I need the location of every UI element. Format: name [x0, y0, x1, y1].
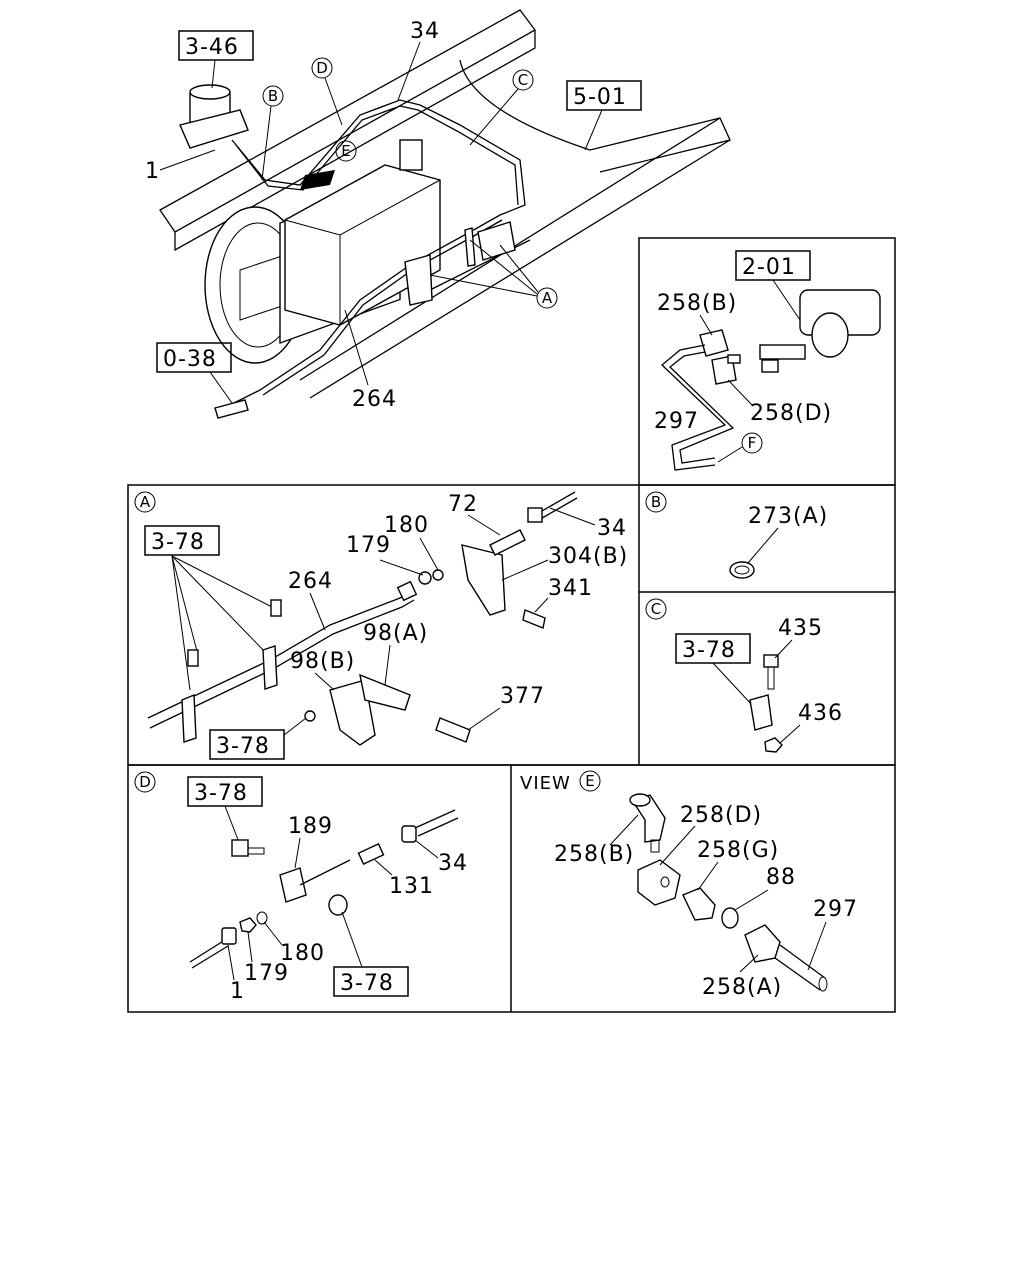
label-88: 88 — [766, 865, 796, 890]
label-258d-detail: 258(D) — [750, 401, 832, 426]
label-297-detail: 297 — [654, 409, 699, 434]
main-assembly-view: 3-46 5-01 0-38 1 34 264 B D E — [145, 9, 731, 419]
svg-text:C: C — [518, 71, 528, 89]
callout-C-panel: C — [645, 598, 667, 620]
svg-text:E: E — [585, 772, 594, 790]
label-264-a: 264 — [288, 569, 333, 594]
callout-A-panel: A — [134, 491, 156, 513]
label-72: 72 — [448, 492, 478, 517]
ref-3-46: 3-46 — [185, 35, 239, 60]
panel-view-E: VIEW E 258(B) 258(D) 258(G) 88 297 258(A… — [520, 770, 858, 1000]
svg-text:F: F — [748, 434, 757, 452]
svg-text:B: B — [268, 87, 278, 105]
label-1-d: 1 — [230, 979, 245, 1004]
label-98b: 98(B) — [290, 649, 355, 674]
label-1: 1 — [145, 159, 160, 184]
ref-3-78-d1: 3-78 — [194, 781, 248, 806]
ref-3-78-a1: 3-78 — [151, 530, 205, 555]
panel-detail-C: C 3-78 435 436 — [645, 598, 843, 753]
ref-5-01: 5-01 — [573, 85, 627, 110]
label-179-a: 179 — [346, 533, 391, 558]
svg-text:B: B — [651, 493, 661, 511]
svg-text:E: E — [341, 142, 350, 160]
label-131: 131 — [389, 874, 434, 899]
callout-E-top: E — [335, 140, 357, 162]
panel-detail-B: B 273(A) — [645, 491, 828, 579]
callout-A-top: A — [429, 239, 558, 309]
label-258b-view: 258(B) — [554, 842, 634, 867]
callout-C-top: C — [469, 69, 534, 146]
ref-3-78-c: 3-78 — [682, 638, 736, 663]
callout-B-top: B — [261, 85, 284, 181]
label-34-d: 34 — [438, 851, 468, 876]
panel-detail-A: A 3-78 264 72 180 — [134, 491, 628, 760]
label-258b-detail: 258(B) — [657, 291, 737, 316]
svg-text:C: C — [651, 600, 661, 618]
label-273a: 273(A) — [748, 504, 828, 529]
ref-3-78-d2: 3-78 — [340, 971, 394, 996]
label-304b: 304(B) — [548, 544, 628, 569]
view-label: VIEW — [520, 773, 571, 794]
label-189: 189 — [288, 814, 333, 839]
label-297-view: 297 — [813, 897, 858, 922]
callout-B-panel: B — [645, 491, 667, 513]
label-180-d: 180 — [280, 941, 325, 966]
callout-D-panel: D — [134, 771, 156, 793]
svg-text:A: A — [140, 493, 151, 511]
label-34: 34 — [410, 19, 440, 44]
callout-D-top: D — [311, 57, 343, 126]
callout-F: F — [717, 432, 763, 463]
label-435: 435 — [778, 616, 823, 641]
ref-3-78-a2: 3-78 — [216, 734, 270, 759]
label-180-a: 180 — [384, 513, 429, 538]
panel-detail-D: D 3-78 189 131 34 180 179 1 3-78 — [134, 771, 468, 1004]
label-34-a: 34 — [597, 516, 627, 541]
label-258g: 258(G) — [697, 838, 779, 863]
label-264: 264 — [352, 387, 397, 412]
ref-2-01: 2-01 — [742, 255, 796, 280]
label-436: 436 — [798, 701, 843, 726]
label-98a: 98(A) — [363, 621, 428, 646]
label-179-d: 179 — [244, 961, 289, 986]
svg-text:D: D — [139, 773, 151, 791]
callout-E-view: E — [579, 770, 601, 792]
panel-starter-detail: 2-01 258(B) 258(D) 297 F — [638, 237, 896, 486]
label-258d-view: 258(D) — [680, 803, 762, 828]
svg-text:A: A — [542, 289, 553, 307]
label-258a: 258(A) — [702, 975, 782, 1000]
ref-0-38: 0-38 — [163, 347, 217, 372]
svg-text:D: D — [316, 59, 328, 77]
label-341: 341 — [548, 576, 593, 601]
label-377: 377 — [500, 684, 545, 709]
